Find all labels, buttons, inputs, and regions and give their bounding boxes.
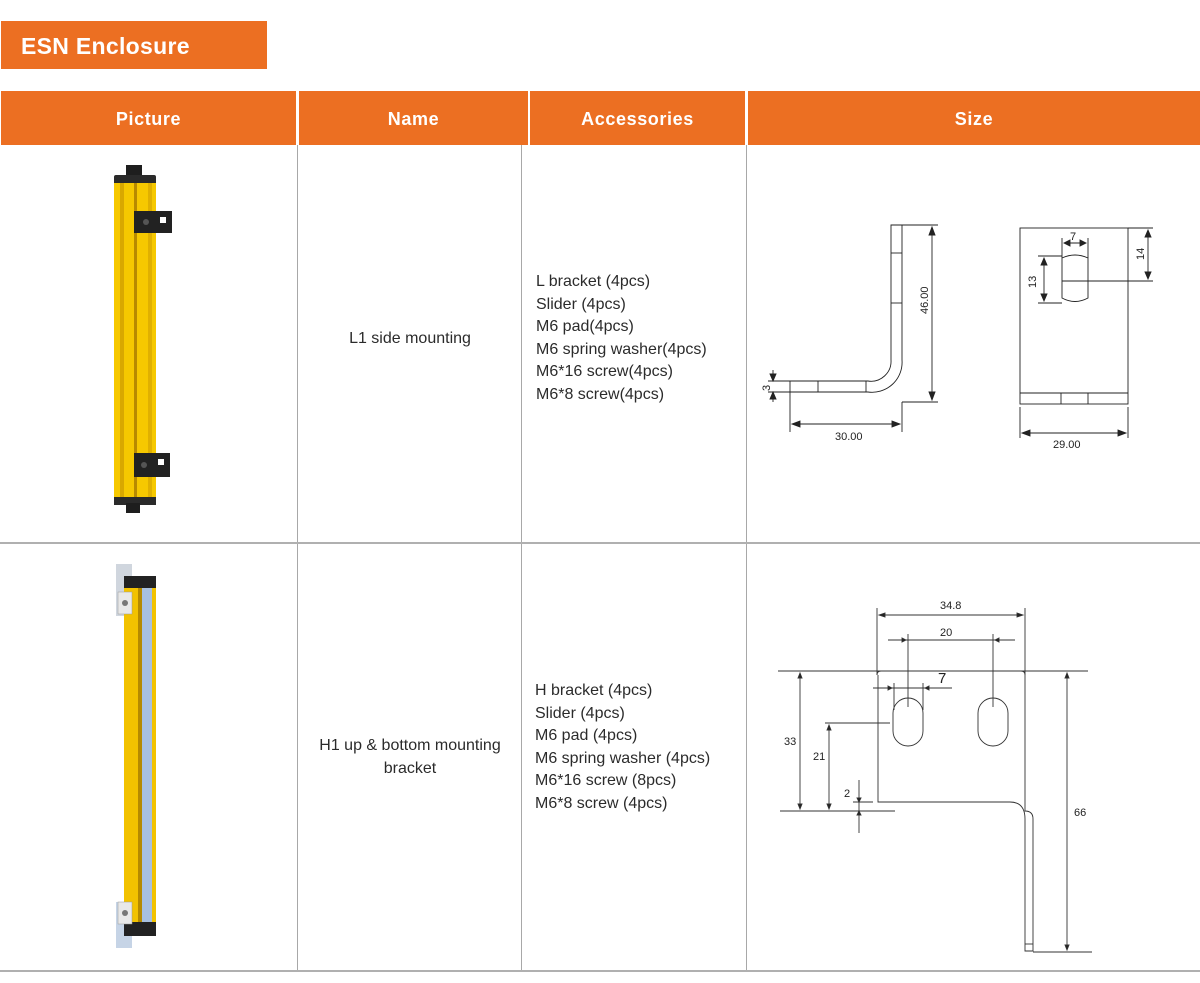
row-name: H1 up & bottom mounting bracket xyxy=(299,735,521,780)
svg-text:7: 7 xyxy=(938,670,946,687)
header-size: Size xyxy=(748,91,1200,145)
column-divider xyxy=(746,145,747,971)
svg-text:34.8: 34.8 xyxy=(940,600,961,612)
header-accessories: Accessories xyxy=(530,91,745,145)
section-title: ESN Enclosure xyxy=(1,21,267,69)
l-bracket-icon xyxy=(134,453,170,477)
accessory-item: M6*16 screw (8pcs) xyxy=(535,772,677,789)
accessory-item: M6 pad(4pcs) xyxy=(536,318,634,335)
l-bracket-icon xyxy=(134,211,172,233)
svg-text:20: 20 xyxy=(940,627,952,639)
svg-text:13: 13 xyxy=(1027,276,1039,288)
row-name-line: H1 up & bottom mounting xyxy=(319,737,501,754)
accessory-item: M6 spring washer (4pcs) xyxy=(535,749,711,767)
svg-text:46.00: 46.00 xyxy=(919,286,931,314)
accessory-item: M6 spring washer(4pcs) xyxy=(536,340,707,358)
svg-text:66: 66 xyxy=(1074,807,1086,819)
accessories-list: L bracket (4pcs) Slider (4pcs) M6 pad(4p… xyxy=(536,271,707,406)
header-name: Name xyxy=(299,91,528,145)
header-picture: Picture xyxy=(1,91,296,145)
row-name: L1 side mounting xyxy=(349,330,471,347)
product-image-l1 xyxy=(114,165,172,513)
accessory-item: Slider (4pcs) xyxy=(536,295,626,313)
row-name-line: bracket xyxy=(383,759,437,777)
accessories-list: H bracket (4pcs) Slider (4pcs) M6 pad (4… xyxy=(535,680,710,815)
product-image-h1 xyxy=(116,564,156,948)
svg-text:2: 2 xyxy=(844,788,850,800)
accessory-item: Slider (4pcs) xyxy=(535,704,625,722)
row-divider xyxy=(0,542,1200,544)
size-drawing-h1: 34.8 20 7 33 21 2 66 xyxy=(778,600,1092,953)
h-bracket-icon xyxy=(117,901,133,925)
svg-text:7: 7 xyxy=(1070,231,1076,243)
svg-text:21: 21 xyxy=(813,751,825,763)
svg-text:30.00: 30.00 xyxy=(835,431,863,443)
column-divider xyxy=(297,145,298,971)
accessory-item: M6*16 screw(4pcs) xyxy=(536,363,673,380)
size-drawing-l1: 46.00 30.00 3 7 13 14 29.00 xyxy=(761,224,1153,451)
accessory-item: M6*8 screw(4pcs) xyxy=(536,385,665,403)
row-divider xyxy=(0,970,1200,972)
accessory-item: M6 pad (4pcs) xyxy=(535,727,638,744)
svg-text:33: 33 xyxy=(784,736,796,748)
accessory-item: M6*8 screw (4pcs) xyxy=(535,794,668,812)
accessory-item: L bracket (4pcs) xyxy=(536,273,651,290)
svg-text:3: 3 xyxy=(761,385,773,391)
svg-text:14: 14 xyxy=(1135,248,1147,260)
h-bracket-icon xyxy=(117,591,133,615)
svg-text:29.00: 29.00 xyxy=(1053,439,1081,451)
column-divider xyxy=(521,145,522,971)
accessory-item: H bracket (4pcs) xyxy=(535,682,653,699)
